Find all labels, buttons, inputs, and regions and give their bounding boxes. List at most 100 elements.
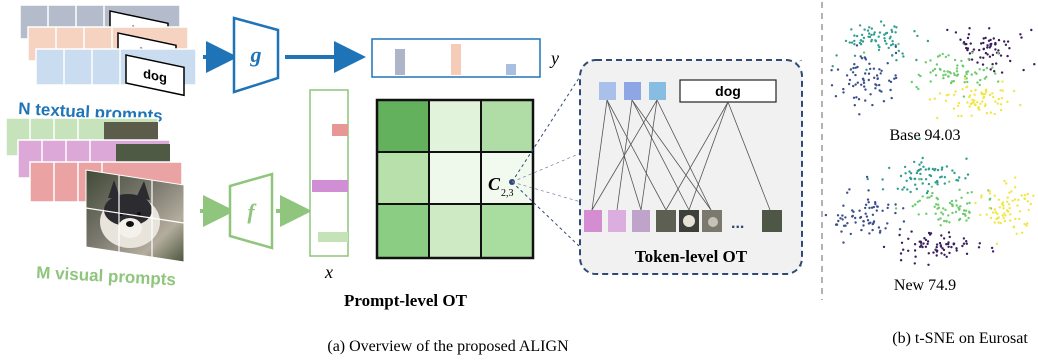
tsne-point: [894, 203, 897, 206]
tsne-point: [915, 171, 919, 175]
tsne-point: [964, 177, 967, 180]
tsne-point: [888, 79, 891, 82]
tsne-point: [1006, 40, 1010, 43]
tsne-point: [902, 220, 906, 223]
tsne-point: [864, 206, 867, 210]
tsne-point: [862, 36, 866, 40]
tsne-point: [994, 43, 997, 46]
tsne-point: [869, 221, 872, 224]
tsne-point: [869, 93, 872, 96]
tsne-point: [848, 188, 851, 191]
tsne-point: [974, 89, 977, 92]
tsne-point: [947, 54, 950, 57]
tsne-point: [1005, 182, 1008, 185]
tsne-point: [958, 176, 961, 179]
tsne-point: [956, 64, 959, 67]
tsne-point: [918, 137, 921, 140]
tsne-point: [895, 76, 898, 80]
tsne-point: [845, 74, 849, 77]
tsne-point: [926, 39, 930, 43]
tsne-point: [888, 166, 891, 170]
tsne-point: [909, 177, 913, 181]
tsne-point: [1011, 199, 1014, 202]
tsne-point: [964, 209, 968, 212]
tsne-point: [1002, 216, 1005, 220]
tsne-point: [868, 206, 871, 210]
tsne-point: [938, 241, 942, 245]
tsne-point: [1023, 223, 1026, 226]
tsne-point: [891, 43, 895, 46]
tsne-point: [918, 199, 921, 202]
tsne-point: [997, 221, 1000, 224]
tsne-point: [864, 212, 867, 215]
tsne-point: [887, 203, 890, 206]
tsne-point: [977, 246, 981, 249]
tsne-point: [877, 48, 881, 52]
tsne-point: [864, 72, 867, 75]
tsne-point: [982, 37, 985, 40]
tsne-point: [945, 165, 949, 168]
tsne-point: [993, 194, 996, 197]
tsne-point: [991, 66, 994, 69]
tsne-point: [862, 224, 865, 227]
tsne-point: [1018, 217, 1021, 221]
tsne-point: [945, 220, 948, 223]
textual-prompt-stack: dog dog dog: [19, 4, 197, 97]
tsne-point: [939, 68, 942, 72]
tsne-point: [901, 52, 904, 55]
tsne-point: [908, 170, 911, 173]
tsne-point: [915, 187, 918, 191]
tsne-point: [993, 112, 996, 116]
text-encoder-g: g: [232, 16, 280, 94]
tsne-point: [859, 215, 863, 219]
tsne-point: [997, 49, 1000, 52]
tsne-point: [999, 221, 1002, 225]
tsne-point: [1012, 225, 1016, 228]
tsne-point: [928, 98, 932, 101]
tsne-point: [982, 96, 985, 100]
tsne-point: [899, 174, 903, 178]
tsne-point: [1009, 213, 1012, 216]
visual-token: [632, 210, 650, 232]
tsne-point: [988, 46, 991, 49]
tsne-point: [824, 213, 828, 217]
tsne-base-caption: Base 94.03: [889, 127, 960, 144]
tsne-point: [958, 207, 961, 211]
tsne-point: [943, 219, 946, 223]
tsne-point: [903, 165, 907, 169]
tsne-point: [997, 198, 1000, 201]
tsne-point: [894, 31, 897, 34]
tsne-point: [873, 76, 876, 80]
tsne-point: [913, 177, 917, 181]
tsne-point: [984, 51, 988, 55]
tsne-point: [1017, 198, 1020, 202]
tsne-point: [915, 85, 918, 89]
tsne-point: [875, 205, 879, 208]
tsne-point: [947, 214, 950, 217]
tsne-point: [870, 40, 873, 43]
tsne-point: [872, 221, 875, 224]
tsne-point: [874, 87, 877, 90]
tsne-point: [963, 77, 967, 81]
tsne-point: [955, 178, 958, 182]
tsne-point: [929, 80, 932, 83]
token-ellipsis: ...: [731, 215, 744, 232]
tsne-point: [985, 75, 988, 79]
svg-text:2,3: 2,3: [501, 188, 514, 199]
tsne-point: [874, 83, 877, 86]
tsne-point: [907, 249, 910, 252]
tsne-point: [927, 252, 930, 255]
tsne-point: [899, 259, 903, 262]
image-feature-bar: [332, 124, 348, 136]
tsne-point: [966, 101, 969, 104]
tsne-point: [881, 188, 885, 191]
tsne-point: [916, 200, 920, 203]
tsne-point: [854, 221, 857, 224]
tsne-point: [906, 188, 909, 191]
tsne-point: [1003, 219, 1007, 223]
tsne-point: [930, 185, 934, 188]
tsne-point: [909, 190, 912, 194]
tsne-point: [929, 174, 933, 178]
tsne-point: [941, 213, 945, 216]
tsne-point: [994, 72, 997, 75]
